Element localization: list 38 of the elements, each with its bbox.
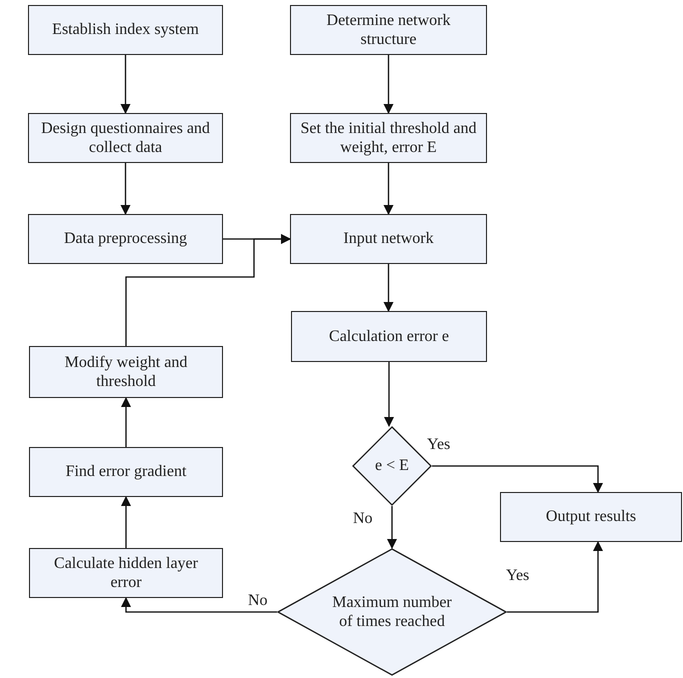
node-text: Modify weight and threshold: [64, 352, 188, 392]
process-box: [29, 346, 223, 398]
process-box: [290, 5, 487, 55]
node-text: Set the initial threshold and weight, error E: [300, 118, 478, 158]
process-box: [290, 214, 487, 264]
arrow: [432, 465, 603, 493]
process-box: [29, 548, 223, 598]
node-text: e < E: [375, 456, 409, 476]
arrow: [384, 55, 394, 114]
process-box: [291, 311, 487, 362]
arrow: [387, 506, 397, 549]
arrow: [507, 541, 603, 613]
process-box: [29, 447, 223, 497]
node-text: Data preprocessing: [64, 229, 188, 249]
node-text: Calculate hidden layer error: [53, 554, 199, 592]
process-box: [290, 113, 487, 163]
arrow: [384, 264, 394, 312]
node-text: Calculation error e: [329, 326, 449, 346]
node-text: Find error gradient: [66, 462, 186, 482]
process-box: [28, 113, 223, 163]
process-box: [28, 5, 223, 55]
node-text: Establish index system: [52, 20, 199, 40]
arrow: [120, 163, 130, 215]
arrow: [125, 234, 291, 346]
node-text: Maximum number of times reached: [331, 592, 453, 632]
decision-diamond: [277, 548, 507, 676]
process-box: [28, 214, 223, 264]
node-text: Input network: [343, 229, 434, 249]
node-text: Design questionnaires and collect data: [40, 118, 211, 158]
arrow: [121, 496, 131, 548]
arrow: [121, 397, 131, 447]
node-text: Determine network structure: [326, 10, 452, 50]
arrow: [120, 55, 130, 114]
process-box: [500, 492, 682, 542]
arrow: [384, 362, 394, 427]
node-text: Output results: [546, 507, 636, 527]
arrow: [121, 597, 277, 613]
arrow: [384, 163, 394, 215]
